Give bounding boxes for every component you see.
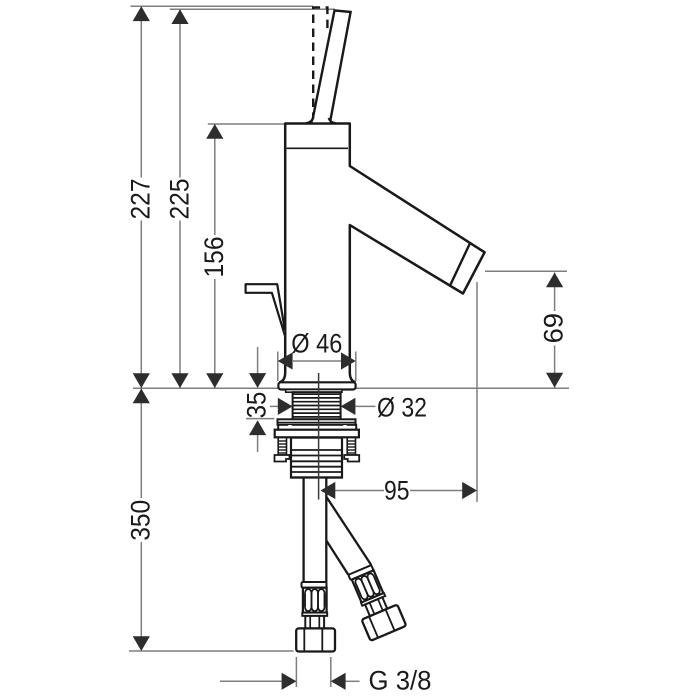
svg-text:156: 156: [199, 237, 229, 278]
svg-text:69: 69: [539, 313, 569, 344]
svg-text:Ø 46: Ø 46: [291, 328, 342, 358]
svg-text:350: 350: [126, 500, 156, 541]
svg-text:35: 35: [242, 392, 272, 419]
svg-text:227: 227: [126, 179, 156, 220]
svg-text:Ø 32: Ø 32: [377, 393, 427, 423]
svg-text:G 3/8: G 3/8: [369, 666, 432, 696]
svg-text:225: 225: [164, 179, 194, 220]
svg-text:95: 95: [384, 476, 410, 506]
